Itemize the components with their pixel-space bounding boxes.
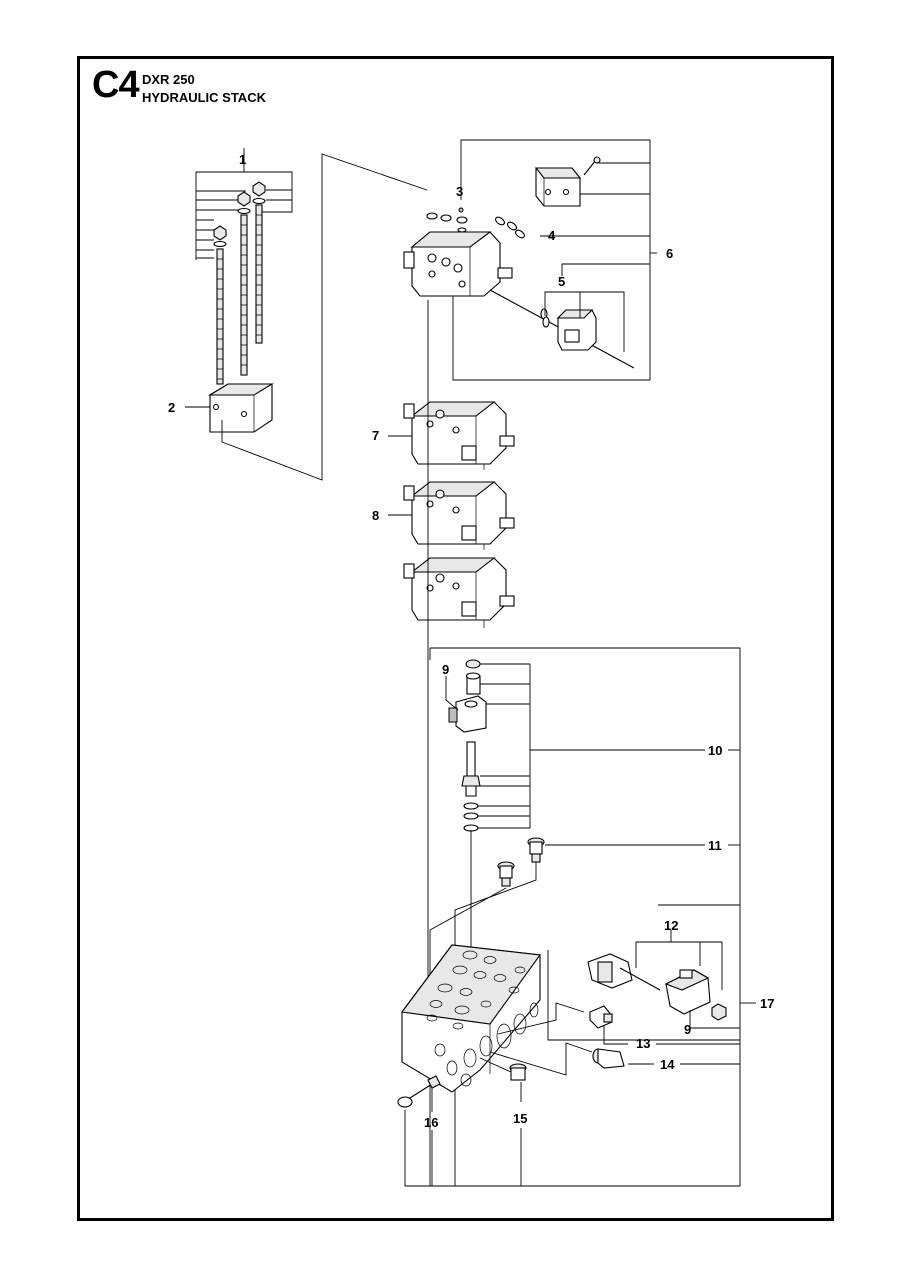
diagram-title: HYDRAULIC STACK [142,90,266,105]
callout-9-upper: 9 [442,662,449,677]
relief-valve [497,1002,740,1045]
callout-3: 3 [456,184,463,199]
callout-4: 4 [548,228,556,243]
callout-5: 5 [558,274,565,289]
valve-section-8 [403,481,515,550]
solenoid-valve [547,904,740,1041]
callout-15: 15 [513,1111,527,1126]
callout-9-lower: 9 [684,1022,691,1037]
plug-15 [479,1057,527,1186]
model-name: DXR 250 [142,72,195,87]
callout-12: 12 [664,918,678,933]
callout-1: 1 [239,152,246,167]
nut-icon [237,191,251,207]
callout-13: 13 [636,1036,650,1051]
callout-11: 11 [708,838,722,853]
base-manifold [401,944,756,1093]
callout-8: 8 [372,508,379,523]
section-code: C4 [92,64,140,106]
page-frame [77,56,834,1221]
callout-7: 7 [372,428,379,443]
callout-10: 10 [708,743,722,758]
plug-14 [489,1042,740,1076]
callout-labels: 1 2 3 4 5 6 7 8 9 9 10 11 12 13 14 15 16… [168,152,774,1130]
end-plate [185,153,428,481]
callout-2: 2 [168,400,175,415]
callout-6: 6 [666,246,673,261]
tie-rod-assembly [195,148,293,385]
callout-17: 17 [760,996,774,1011]
valve-section-lower [403,557,515,628]
top-valve-section [403,139,657,381]
valve-section-7 [403,401,515,470]
fitting-16 [397,1075,441,1186]
callout-16: 16 [424,1115,438,1130]
cartridge-valve-assembly [404,647,741,1187]
callout-14: 14 [660,1057,675,1072]
